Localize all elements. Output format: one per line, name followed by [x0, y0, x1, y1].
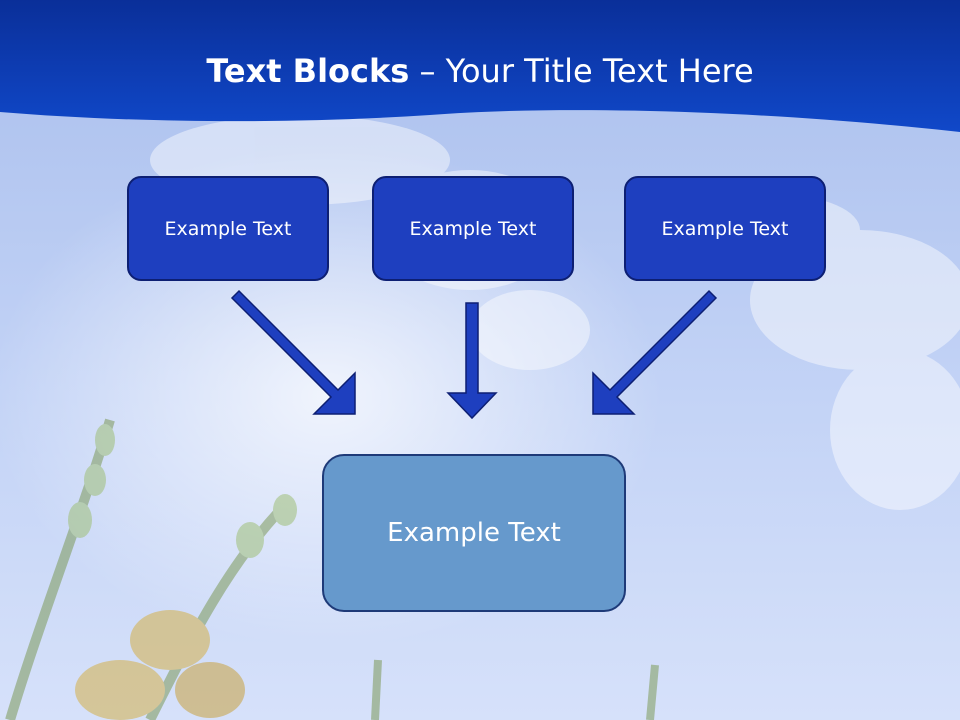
top-block-right: Example Text: [624, 176, 826, 281]
title-rest-part: Your Title Text Here: [445, 52, 754, 90]
flower-stems: [5, 418, 659, 720]
arrow-down-icon: [446, 302, 498, 420]
title-banner: [0, 0, 960, 132]
title-bold-part: Text Blocks: [206, 52, 410, 90]
slide-title: Text Blocks – Your Title Text Here: [0, 52, 960, 90]
arrow-down-right-icon: [230, 289, 356, 415]
arrow-down-left-icon: [592, 289, 718, 415]
top-block-middle: Example Text: [372, 176, 574, 281]
bottom-block: Example Text: [322, 454, 626, 612]
top-block-left: Example Text: [127, 176, 329, 281]
title-dash: –: [409, 52, 446, 90]
